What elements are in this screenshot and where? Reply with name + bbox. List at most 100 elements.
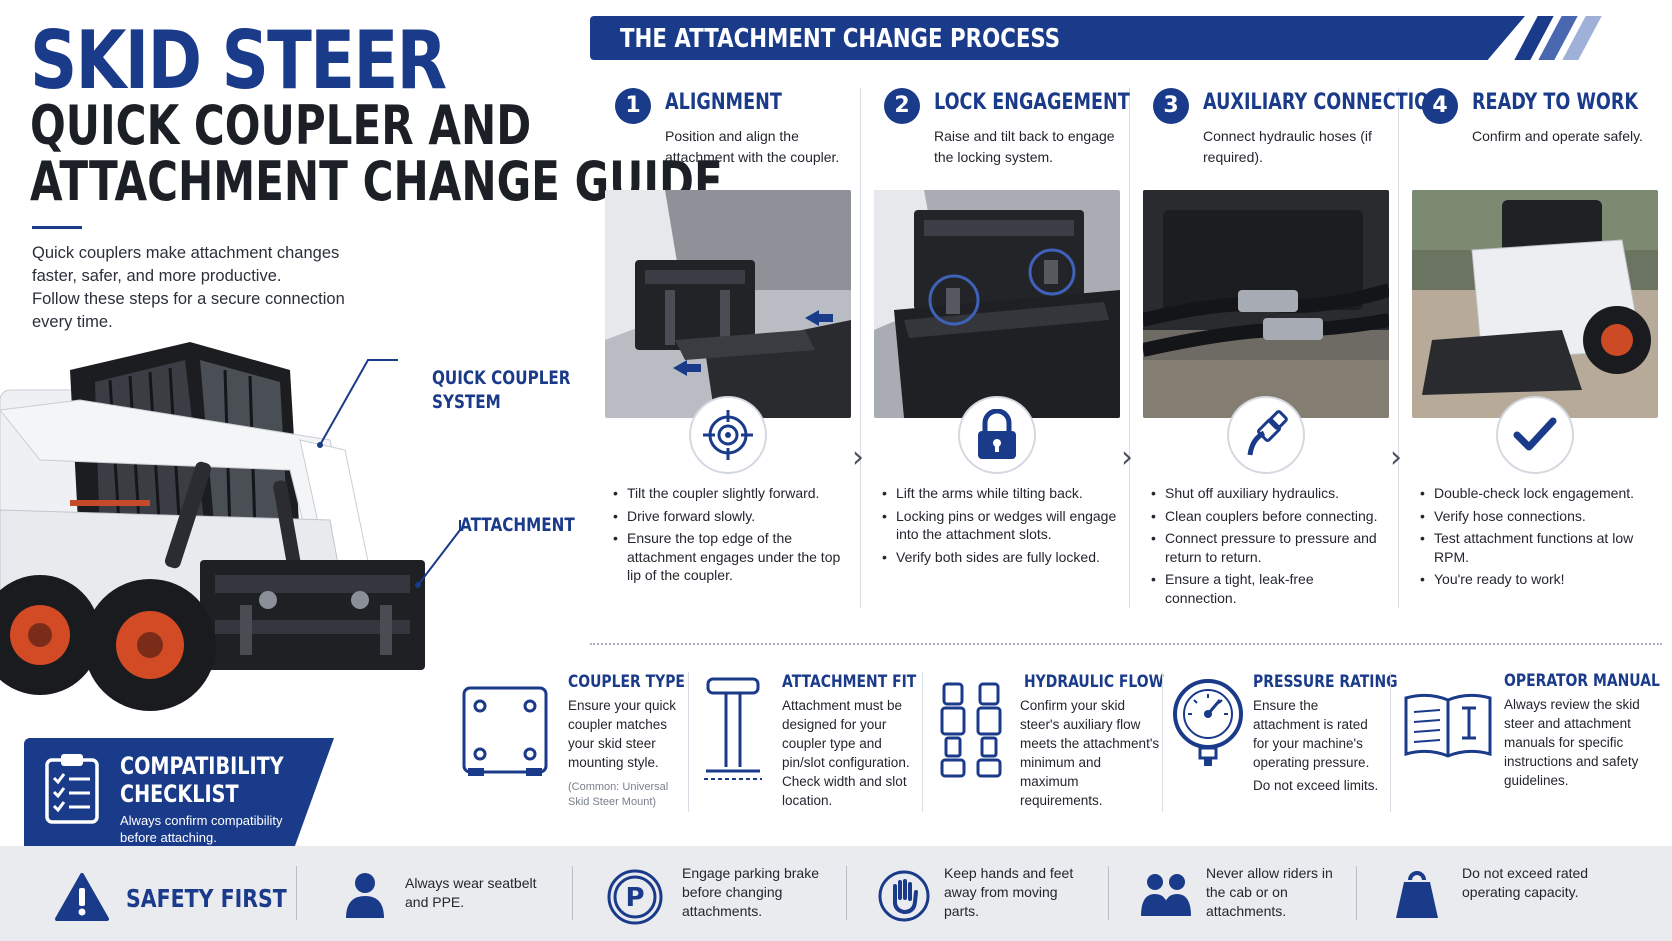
- step-icon-badge: [689, 396, 767, 474]
- person-icon: [346, 873, 384, 918]
- pressure-rating-limit: Do not exceed limits.: [1253, 778, 1379, 793]
- list-item: Clean couplers before connecting.: [1149, 507, 1389, 526]
- safety-capacity: Do not exceed rated operating capacity.: [1462, 865, 1589, 900]
- process-title: THE ATTACHMENT CHANGE PROCESS: [620, 24, 1061, 54]
- list-item: Ensure a tight, leak-free connection.: [1149, 570, 1389, 607]
- step-divider: [1398, 88, 1399, 608]
- footer-divider: [572, 866, 573, 920]
- pressure-rating-body: Ensure the attachment is rated for your …: [1253, 698, 1370, 770]
- coupler-type-text: Ensure your quick coupler matches your s…: [568, 696, 686, 810]
- section-divider: [590, 643, 1662, 645]
- safety-parking-brake: Engage parking brake before changing att…: [682, 865, 819, 919]
- step-title: AUXILIARY CONNECTION: [1203, 90, 1444, 115]
- list-item: You're ready to work!: [1418, 570, 1658, 589]
- list-item: Drive forward slowly.: [611, 507, 851, 526]
- checkmark-icon: [1513, 417, 1557, 451]
- coupler-plate-icon: [462, 686, 548, 776]
- step-number: 4: [1422, 88, 1458, 124]
- intro-text: Quick couplers make attachment changes f…: [32, 242, 372, 334]
- step-description: Confirm and operate safely.: [1472, 128, 1643, 144]
- compat-subtitle: Always confirm compatibility before atta…: [120, 813, 283, 845]
- step-icon-badge: [1227, 396, 1305, 474]
- step-description: Connect hydraulic hoses (if required).: [1203, 128, 1372, 165]
- chevron-right-icon: ›: [1390, 440, 1402, 475]
- step-title: LOCK ENGAGEMENT: [934, 90, 1130, 115]
- step-photo-ready: [1412, 190, 1658, 418]
- list-item: Verify hose connections.: [1418, 507, 1658, 526]
- step-photo-hydraulics: [1143, 190, 1389, 418]
- footer-divider: [1108, 866, 1109, 920]
- safety-riders: Never allow riders in the cab or on atta…: [1206, 865, 1333, 919]
- list-item: Connect pressure to pressure and return …: [1149, 529, 1389, 566]
- step-lock-engagement: 2 LOCK ENGAGEMENT Raise and tilt back to…: [860, 84, 1130, 614]
- footer-divider: [296, 866, 297, 920]
- list-item: Locking pins or wedges will engage into …: [880, 507, 1120, 544]
- safety-hands-feet: Keep hands and feet away from moving par…: [944, 865, 1074, 919]
- title-line-2: QUICK COUPLER AND: [30, 94, 532, 157]
- step-number: 2: [884, 88, 920, 124]
- chevron-right-icon: ›: [852, 440, 864, 475]
- list-item: Test attachment functions at low RPM.: [1418, 529, 1658, 566]
- hydraulic-couplers-icon: [940, 682, 1002, 778]
- list-item: Tilt the coupler slightly forward.: [611, 484, 851, 503]
- process-header-bar: [590, 16, 1525, 60]
- people-icon: [1141, 874, 1191, 916]
- attachment-fit-title: ATTACHMENT FIT: [782, 672, 917, 692]
- title-rule: [32, 226, 82, 229]
- step-description: Raise and tilt back to engage the lockin…: [934, 128, 1115, 165]
- step-photo-lock: [874, 190, 1120, 418]
- pressure-rating-title: PRESSURE RATING: [1253, 672, 1398, 692]
- pressure-gauge-icon: [1173, 679, 1243, 766]
- pressure-rating-text: Ensure the attachment is rated for your …: [1253, 696, 1387, 795]
- warning-triangle-icon: [55, 873, 109, 921]
- item-divider: [922, 672, 923, 812]
- item-divider: [688, 672, 689, 812]
- step-title: READY TO WORK: [1472, 90, 1639, 115]
- step-ready-to-work: 4 READY TO WORK Confirm and operate safe…: [1398, 84, 1663, 614]
- hydraulic-hose-icon: [1247, 410, 1288, 456]
- step-auxiliary-connection: 3 AUXILIARY CONNECTION Connect hydraulic…: [1129, 84, 1444, 614]
- callout-attachment: ATTACHMENT: [460, 514, 575, 536]
- operator-manual-text: Always review the skid steer and attachm…: [1504, 697, 1640, 788]
- step-bullets: Shut off auxiliary hydraulics. Clean cou…: [1149, 484, 1389, 611]
- hydraulic-flow-title: HYDRAULIC FLOW: [1024, 672, 1165, 692]
- safety-footer: [0, 846, 1672, 941]
- compat-title-line1: COMPATIBILITY: [120, 752, 284, 780]
- footer-divider: [1356, 866, 1357, 920]
- list-item: Lift the arms while tilting back.: [880, 484, 1120, 503]
- step-divider: [860, 88, 861, 608]
- attachment-beam-icon: [704, 677, 762, 780]
- safety-first-title: SAFETY FIRST: [126, 884, 287, 913]
- step-number: 3: [1153, 88, 1189, 124]
- intro-line-1: Quick couplers make attachment changes f…: [32, 244, 340, 285]
- svg-text:P: P: [625, 883, 644, 913]
- hand-stop-icon: [878, 870, 930, 922]
- step-number: 1: [615, 88, 651, 124]
- skid-steer-illustration: [0, 342, 461, 711]
- coupler-type-body: Ensure your quick coupler matches your s…: [568, 698, 677, 770]
- callout-quick-coupler: QUICK COUPLER SYSTEM: [432, 366, 570, 414]
- list-item: Verify both sides are fully locked.: [880, 548, 1120, 567]
- step-photo-alignment: [605, 190, 851, 418]
- step-divider: [1129, 88, 1130, 608]
- padlock-icon: [978, 409, 1016, 459]
- list-item: Ensure the top edge of the attachment en…: [611, 529, 851, 585]
- item-divider: [1162, 672, 1163, 812]
- step-alignment: 1 ALIGNMENT Position and align the attac…: [591, 84, 856, 614]
- footer-divider: [846, 866, 847, 920]
- compat-title: COMPATIBILITY CHECKLIST: [120, 752, 312, 808]
- coupler-type-title: COUPLER TYPE: [568, 672, 685, 692]
- intro-line-2: Follow these steps for a secure connecti…: [32, 290, 345, 331]
- open-book-icon: [1404, 693, 1492, 758]
- list-item: Double-check lock engagement.: [1418, 484, 1658, 503]
- parking-brake-icon: P: [607, 869, 663, 925]
- step-icon-badge: [958, 396, 1036, 474]
- step-bullets: Tilt the coupler slightly forward. Drive…: [611, 484, 851, 589]
- coupler-type-note: (Common: Universal Skid Steer Mount): [568, 781, 669, 808]
- crosshair-icon: [703, 410, 753, 460]
- item-divider: [1390, 672, 1391, 812]
- title-skid-steer: SKID STEER: [30, 14, 447, 107]
- list-item: Shut off auxiliary hydraulics.: [1149, 484, 1389, 503]
- step-icon-badge: [1496, 396, 1574, 474]
- safety-seatbelt: Always wear seatbelt and PPE.: [405, 875, 537, 910]
